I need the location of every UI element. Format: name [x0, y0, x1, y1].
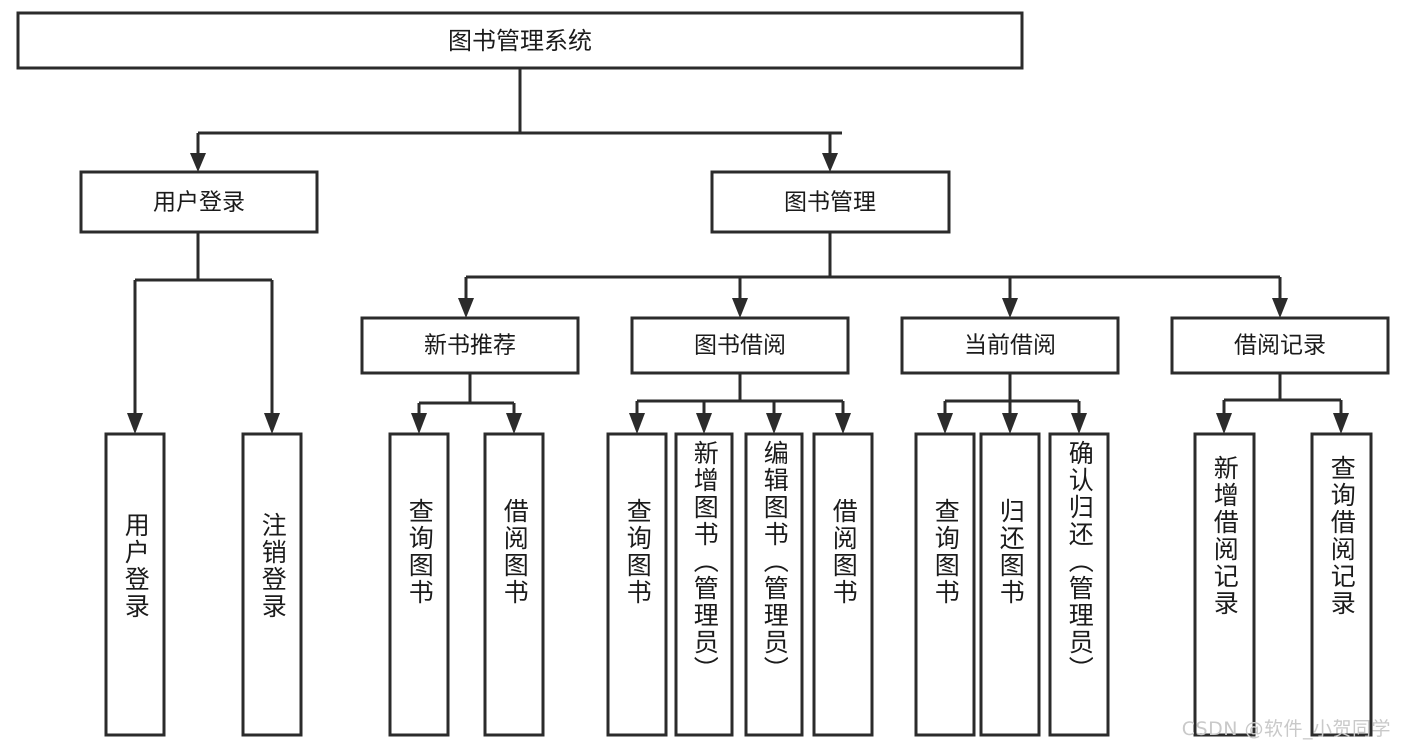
csdn-watermark: CSDN @软件_小贺同学 — [1181, 718, 1391, 740]
connector-user-login-to-leaves — [127, 232, 280, 434]
leaf-node-query-borrow-record[interactable] — [1310, 432, 1373, 737]
node-user-login-label: 用户登录 — [153, 190, 245, 216]
connector-new-book-rec-to-leaves — [411, 373, 522, 434]
leaf-node-logout[interactable] — [241, 432, 303, 737]
node-current-borrow-label: 当前借阅 — [964, 333, 1056, 359]
leaf-node-confirm-return-admin[interactable] — [1048, 432, 1110, 737]
node-root-system[interactable]: 图书管理系统 — [16, 11, 1024, 70]
node-new-book-recommend[interactable]: 新书推荐 — [360, 316, 580, 375]
node-borrow-record[interactable]: 借阅记录 — [1170, 316, 1390, 375]
node-root-label: 图书管理系统 — [448, 27, 592, 55]
leaf-node-query-book-borrow[interactable] — [606, 432, 668, 737]
node-new-book-recommend-label: 新书推荐 — [424, 333, 516, 359]
connector-root-to-level2 — [190, 68, 842, 172]
leaf-node-add-book-admin[interactable] — [674, 432, 734, 737]
node-borrow-record-label: 借阅记录 — [1234, 333, 1326, 359]
connector-borrow-record-to-leaves — [1216, 373, 1349, 434]
node-book-management-label: 图书管理 — [784, 190, 876, 216]
node-book-borrow-label: 图书借阅 — [694, 333, 786, 359]
leaf-node-add-borrow-record[interactable] — [1193, 432, 1256, 737]
leaf-node-edit-book-admin[interactable] — [744, 432, 804, 737]
node-current-borrow[interactable]: 当前借阅 — [900, 316, 1120, 375]
leaf-node-query-book-current[interactable] — [914, 432, 976, 737]
node-user-login[interactable]: 用户登录 — [79, 170, 319, 234]
leaf-node-borrow-book[interactable] — [812, 432, 874, 737]
leaf-node-user-login[interactable] — [104, 432, 166, 737]
connector-book-borrow-to-leaves — [629, 373, 851, 434]
node-book-borrow[interactable]: 图书借阅 — [630, 316, 850, 375]
leaf-node-return-book[interactable] — [979, 432, 1041, 737]
connector-book-mgmt-to-level3 — [458, 232, 1288, 318]
leaf-node-borrow-book-rec[interactable] — [483, 432, 545, 737]
node-book-management[interactable]: 图书管理 — [710, 170, 951, 234]
connector-current-borrow-to-leaves — [937, 373, 1087, 434]
leaf-node-query-book-rec[interactable] — [388, 432, 450, 737]
